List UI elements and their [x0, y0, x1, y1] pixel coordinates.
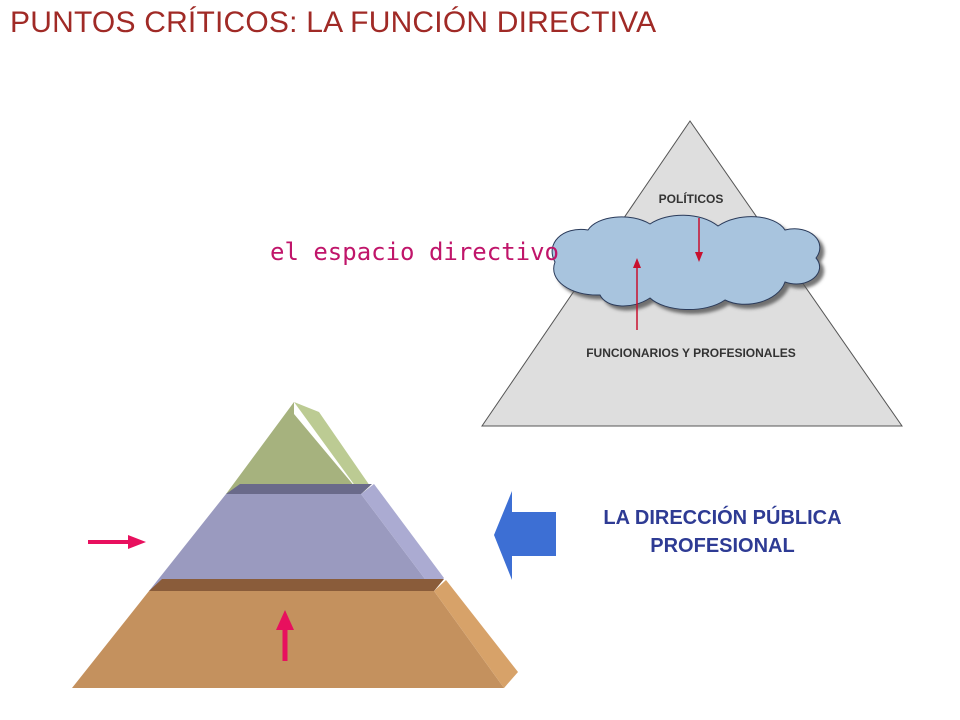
top-pyramid-base-label: FUNCIONARIOS Y PROFESIONALES — [586, 346, 796, 360]
direccion-publica-line1: LA DIRECCIÓN PÚBLICA — [603, 507, 842, 529]
cloud-shape — [551, 214, 821, 310]
pyramid-level-bottom-side — [434, 580, 518, 688]
direccion-publica-line2: PROFESIONAL — [650, 535, 795, 557]
right-pink-arrow — [88, 535, 146, 549]
pyramid-level-bottom — [72, 591, 504, 688]
top-pyramid: POLÍTICOS FUNCIONARIOS Y PROFESIONALES — [481, 120, 903, 427]
pyramid-level-top — [226, 402, 361, 494]
down-arrow — [695, 218, 703, 262]
pyramid-level-middle-side — [361, 484, 444, 591]
slide-title: PUNTOS CRÍTICOS: LA FUNCIÓN DIRECTIVA — [10, 6, 657, 39]
espacio-directivo-label: el espacio directivo — [270, 238, 559, 266]
up-arrow — [633, 258, 641, 330]
layered-pyramid — [72, 402, 518, 688]
big-blue-arrow — [494, 491, 556, 580]
up-pink-arrow — [276, 610, 294, 661]
pyramid-level-top-side — [294, 402, 370, 494]
pyramid-level-middle — [149, 494, 434, 591]
direccion-publica-label: LA DIRECCIÓN PÚBLICA PROFESIONAL — [545, 504, 900, 560]
top-pyramid-apex-label: POLÍTICOS — [659, 191, 724, 206]
